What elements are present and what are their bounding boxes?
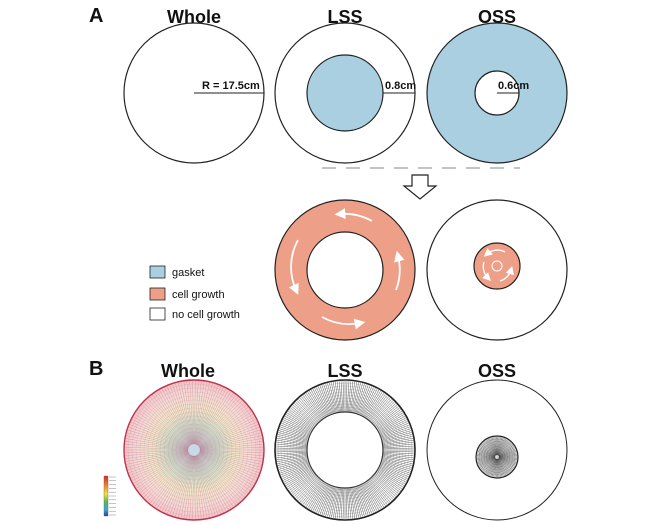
lss-simulation (274, 379, 416, 521)
column-title-oss: OSS (478, 7, 516, 27)
legend-item-cell-growth: cell growth (149, 287, 225, 301)
curved-arrow-icon (334, 208, 373, 222)
curved-arrow-icon (394, 250, 405, 291)
color-scale-ticks (109, 476, 116, 516)
column-title-lss: LSS (327, 7, 362, 27)
legend-item-no-cell-growth: no cell growth (149, 307, 240, 321)
down-arrow-icon (402, 174, 438, 200)
legend-swatch-no-cell-growth (149, 307, 166, 321)
legend-swatch-cell-growth (149, 287, 166, 301)
curved-arrow-icon (321, 316, 366, 330)
radius-label: R = 17.5cm (202, 80, 260, 92)
flow-arrows (288, 208, 405, 330)
curved-arrow-icon (499, 265, 514, 282)
legend-item-gasket: gasket (149, 265, 204, 279)
whole-dish: R = 17.5cm (123, 22, 265, 164)
legend-swatch-gasket (149, 265, 166, 279)
column-title-whole: Whole (167, 7, 221, 27)
panel-letter-b: B (89, 358, 103, 380)
whole-simulation (123, 379, 265, 521)
lss-mesh (276, 381, 414, 519)
lss-gasket (306, 54, 384, 132)
oss-simulation (426, 379, 568, 521)
curved-arrow-icon (482, 261, 491, 281)
column-title-oss-b: OSS (478, 361, 516, 381)
oss-hole-label: 0.6cm (498, 80, 529, 92)
legend-label-cell-growth: cell growth (172, 289, 225, 301)
lss-dish: 0.8cm (274, 22, 416, 164)
lss-result (274, 199, 416, 341)
legend: gasket cell growth no cell growth (149, 265, 240, 321)
oss-mesh (477, 437, 517, 477)
flow-arrows-small (482, 248, 514, 282)
column-title-lss-b: LSS (327, 361, 362, 381)
lss-gap-label: 0.8cm (385, 80, 416, 92)
legend-label-gasket: gasket (172, 267, 204, 279)
oss-dish: 0.6cm (426, 22, 568, 164)
panel-letter-a: A (89, 5, 103, 27)
curved-arrow-icon (483, 248, 506, 257)
oss-result (426, 199, 568, 341)
column-title-whole-b: Whole (161, 361, 215, 381)
color-scale-bar (103, 475, 116, 517)
whole-mesh (125, 381, 263, 519)
legend-label-no-cell-growth: no cell growth (172, 309, 240, 321)
curved-arrow-icon (288, 239, 299, 295)
